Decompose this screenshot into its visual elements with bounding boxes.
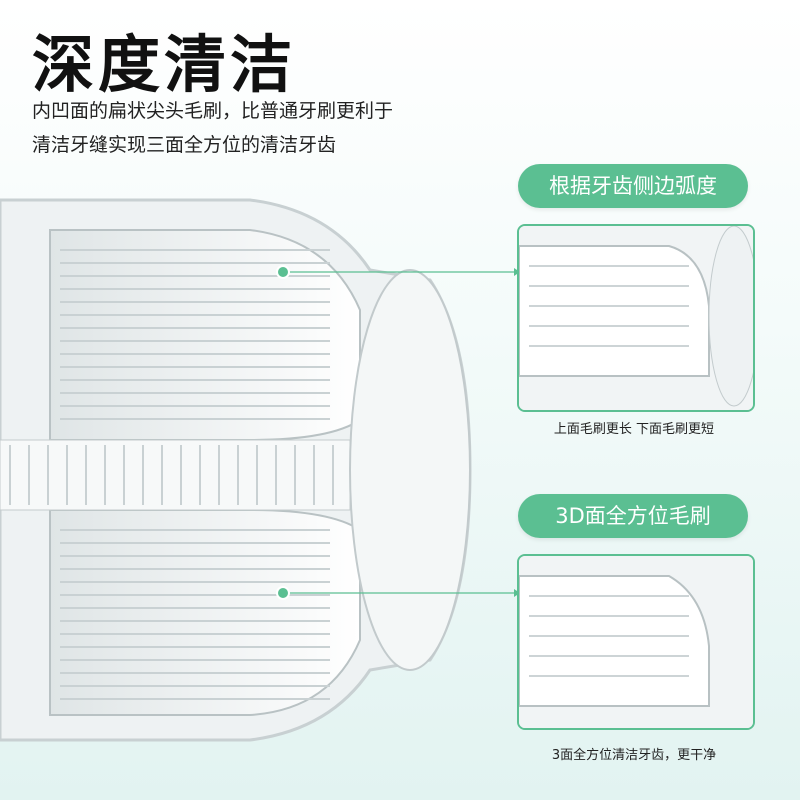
zoom-detail-lower [517, 554, 755, 730]
subtitle-line-1: 内凹面的扁状尖头毛刷，比普通牙刷更利于 [32, 100, 394, 122]
page-title: 深度清洁 [32, 28, 297, 101]
subtitle-line-2: 清洁牙缝实现三面全方位的清洁牙齿 [32, 134, 337, 156]
caption-lower: 3面全方位清洁牙齿，更干净 [551, 748, 717, 763]
caption-upper: 上面毛刷更长 下面毛刷更短 [553, 422, 715, 437]
zoom-detail-upper [517, 224, 755, 412]
callout-label-curve: 根据牙齿侧边弧度 [518, 164, 748, 208]
brush-head-illustration [0, 198, 472, 742]
callout-label-3d: 3D面全方位毛刷 [518, 494, 748, 538]
